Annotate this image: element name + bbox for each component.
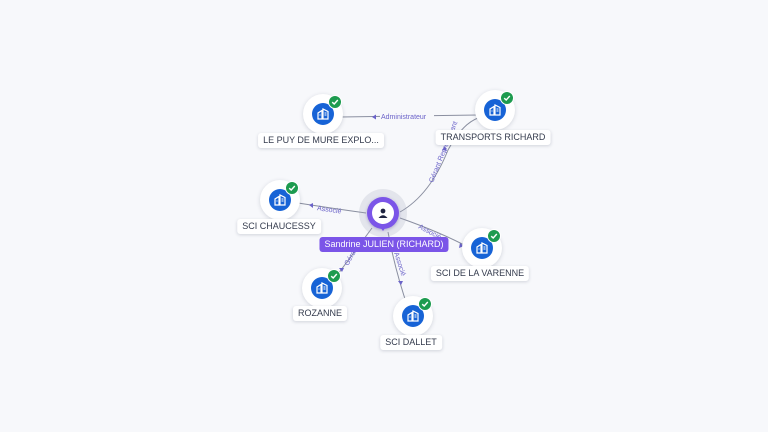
node-le-puy-de-mure[interactable] bbox=[303, 94, 343, 134]
center-person-label: Sandrine JULIEN (RICHARD) bbox=[319, 237, 449, 252]
company-building-icon bbox=[311, 277, 333, 299]
company-building-icon bbox=[312, 103, 334, 125]
edge-arrow bbox=[372, 114, 376, 120]
edge-label-administrateur: Administrateur bbox=[381, 114, 427, 121]
verified-check-icon bbox=[487, 229, 501, 243]
node-label-sci-de-la-varenne: SCI DE LA VARENNE bbox=[430, 266, 530, 281]
edge-label-associe-dallet: Associé bbox=[392, 251, 406, 277]
company-building-icon bbox=[484, 99, 506, 121]
edge-gerant-representant bbox=[399, 117, 479, 213]
node-label-sci-dallet: SCI DALLET bbox=[380, 335, 442, 350]
verified-check-icon bbox=[500, 91, 514, 105]
edge-arrow bbox=[442, 146, 447, 151]
company-building-icon bbox=[471, 237, 493, 259]
node-label-transports-richard: TRANSPORTS RICHARD bbox=[435, 130, 551, 145]
company-building-icon bbox=[402, 305, 424, 327]
edge-arrow bbox=[398, 281, 403, 285]
node-rozanne[interactable] bbox=[302, 268, 342, 308]
person-pin bbox=[367, 197, 399, 231]
node-label-le-puy-de-mure: LE PUY DE MURE EXPLO... bbox=[258, 133, 384, 148]
node-label-rozanne: ROZANNE bbox=[292, 306, 348, 321]
verified-check-icon bbox=[328, 95, 342, 109]
verified-check-icon bbox=[418, 297, 432, 311]
edge-arrow bbox=[339, 268, 344, 272]
node-transports-richard[interactable] bbox=[475, 90, 515, 130]
verified-check-icon bbox=[327, 269, 341, 283]
node-sci-dallet[interactable] bbox=[393, 296, 433, 336]
edge-arrow bbox=[459, 243, 464, 248]
node-label-sci-chaucessy: SCI CHAUCESSY bbox=[237, 219, 321, 234]
node-sci-chaucessy[interactable] bbox=[260, 180, 300, 220]
edge-label-bg bbox=[380, 111, 434, 121]
node-sci-de-la-varenne[interactable] bbox=[462, 228, 502, 268]
verified-check-icon bbox=[285, 181, 299, 195]
company-building-icon bbox=[269, 189, 291, 211]
person-icon bbox=[372, 202, 394, 224]
edge-label-associe-chaucessy: Associé bbox=[317, 205, 342, 215]
edge-associe-chaucessy bbox=[297, 202, 367, 214]
edge-arrow bbox=[309, 203, 313, 208]
